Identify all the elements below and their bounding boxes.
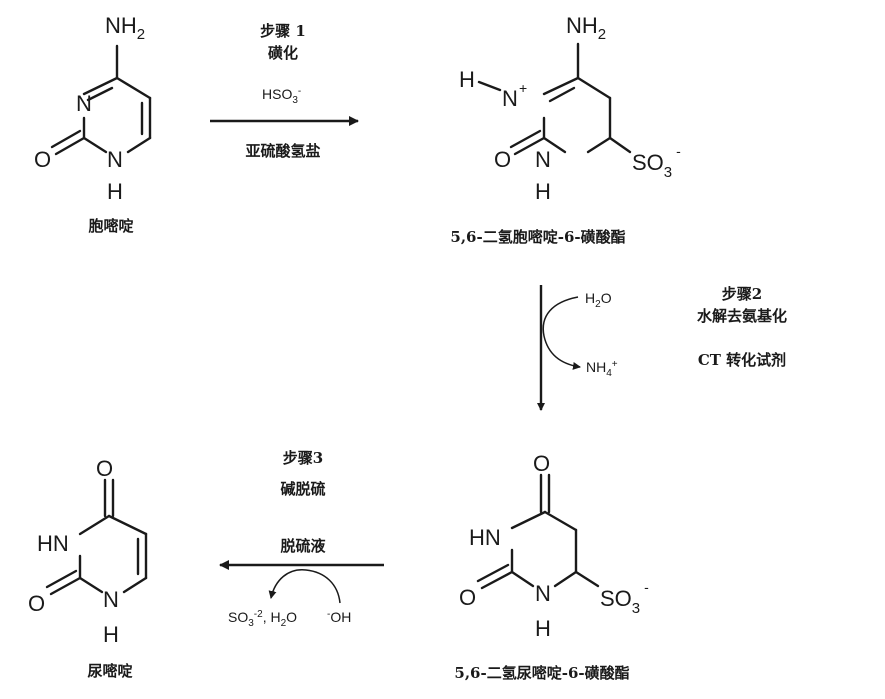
step3-name: 碱脱硫 (280, 480, 326, 498)
amine-label: NH2 (566, 13, 606, 43)
step3-arrow: SO3-2, H2O -OH (219, 560, 384, 629)
uracil-name: 尿嘧啶 (87, 662, 133, 680)
atom-n: N (535, 147, 551, 172)
cytosine-structure: NH2 N N H O (34, 13, 152, 204)
step2-title: 步骤2 (721, 285, 763, 303)
atom-n: N (107, 147, 123, 172)
step3-title: 步骤3 (282, 449, 324, 467)
atom-o: O (494, 147, 511, 172)
atom-n: N (76, 91, 92, 116)
step1-name: 磺化 (267, 44, 299, 62)
atom-h: H (459, 67, 475, 92)
cytosine-name: 胞嘧啶 (88, 217, 134, 235)
step1-reagent: HSO3- (262, 86, 301, 106)
atom-o: O (28, 591, 45, 616)
step2-arrow: H2O NH4+ (537, 285, 618, 411)
step2-name: 水解去氨基化 (696, 307, 788, 325)
atom-n-plus: N (502, 86, 518, 111)
atom-n: N (535, 581, 551, 606)
step2-reactant: H2O (585, 290, 612, 310)
imide-nh-label: HN (37, 531, 69, 556)
uracil-structure: O HN N H O (28, 456, 148, 647)
uracil-sulfonate-structure: O HN N H O SO3- (459, 451, 649, 641)
uracil-sulfonate-name: 5,6-二氢尿嘧啶-6-磺酸酯 (454, 664, 630, 682)
step2-byproduct: NH4+ (586, 359, 618, 379)
atom-o: O (533, 451, 550, 476)
atom-h: H (107, 179, 123, 204)
sulfonate-label: SO3- (632, 143, 681, 181)
atom-h: H (535, 179, 551, 204)
step3-byproduct: SO3-2, H2O (228, 609, 297, 629)
atom-h: H (535, 616, 551, 641)
atom-h: H (103, 622, 119, 647)
step1-title: 步骤 1 (260, 22, 306, 40)
step3-reactant: -OH (327, 609, 351, 625)
cytosine-sulfonate-name: 5,6-二氢胞嘧啶-6-磺酸酯 (450, 228, 626, 246)
atom-o: O (96, 456, 113, 481)
plus-charge: + (519, 80, 527, 96)
step1-arrow: HSO3- (210, 86, 359, 126)
step3-condition: 脱硫液 (280, 537, 326, 555)
imide-nh-label: HN (469, 525, 501, 550)
atom-n: N (103, 587, 119, 612)
atom-o: O (34, 147, 51, 172)
sulfonate-label: SO3- (600, 579, 649, 617)
cytosine-sulfonate-structure: NH2 H N + N H O SO3- (459, 13, 681, 204)
amine-label: NH2 (105, 13, 145, 43)
step1-condition: 亚硫酸氢盐 (245, 142, 321, 160)
step2-condition: CT 转化试剂 (697, 351, 787, 369)
atom-o: O (459, 585, 476, 610)
